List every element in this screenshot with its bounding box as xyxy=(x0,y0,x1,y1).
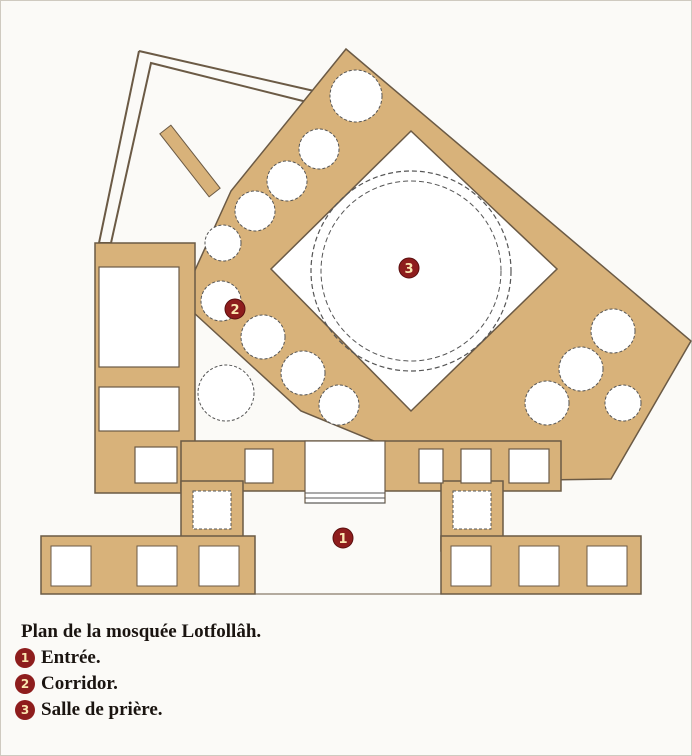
legend-number: 2 xyxy=(15,674,35,694)
mosque-floor-plan: 1 2 3 xyxy=(40,47,692,595)
legend-number: 3 xyxy=(15,700,35,720)
dome-outline xyxy=(310,170,512,372)
annex-wall-segment xyxy=(159,124,221,198)
front-arcade xyxy=(50,545,628,587)
svg-text:3: 3 xyxy=(404,262,413,277)
caption-title: Plan de la mosquée Lotfollâh. xyxy=(21,621,262,642)
legend-list: 1 Entrée. 2 Corridor. 3 Salle de prière. xyxy=(15,645,261,723)
legend-label: Salle de prière. xyxy=(41,699,163,720)
plan-caption: Plan de la mosquée Lotfollâh. 1 Entrée. … xyxy=(15,621,261,723)
legend-label: Entrée. xyxy=(41,647,101,668)
svg-text:2: 2 xyxy=(230,303,239,318)
legend-number: 1 xyxy=(15,648,35,668)
marker-corridor: 2 xyxy=(224,298,246,320)
legend-item-entree: 1 Entrée. xyxy=(15,645,261,671)
svg-text:1: 1 xyxy=(338,532,347,547)
legend-item-salle: 3 Salle de prière. xyxy=(15,697,261,723)
dome-outline-inner xyxy=(320,180,502,362)
service-rooms xyxy=(98,266,550,484)
marker-salle-de-priere: 3 xyxy=(398,257,420,279)
pavilion-domes xyxy=(192,490,492,530)
entrance-portal xyxy=(304,440,386,504)
marker-entree: 1 xyxy=(332,527,354,549)
corridor-upper xyxy=(204,69,383,262)
legend-item-corridor: 2 Corridor. xyxy=(15,671,261,697)
right-bays xyxy=(524,308,642,426)
legend-label: Corridor. xyxy=(41,673,118,694)
